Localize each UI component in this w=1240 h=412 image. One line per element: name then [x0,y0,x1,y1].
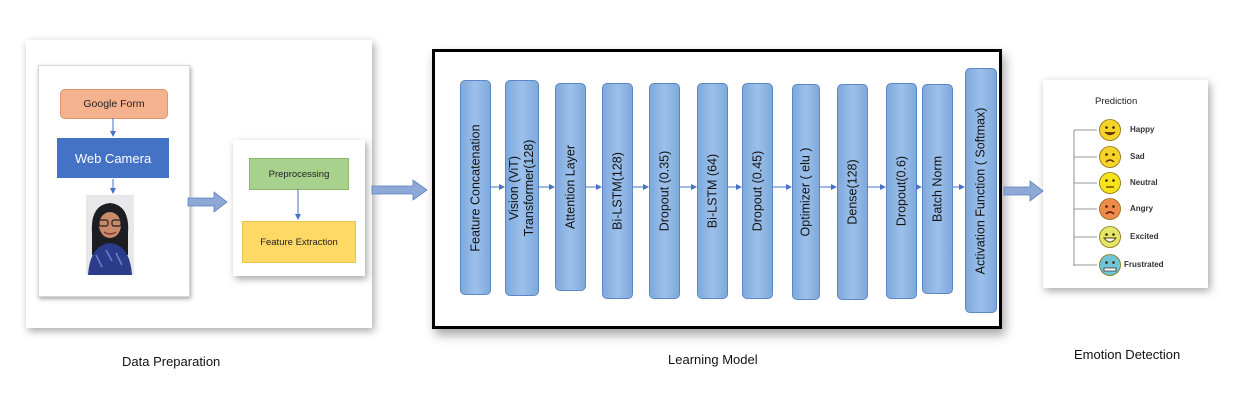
layer-box-12: Activation Function ( Softmax) [965,68,997,313]
emotion-label-angry: Angry [1130,204,1154,213]
layer-box-8: Optimizer ( elu ) [792,84,820,300]
caption-emotion-detection: Emotion Detection [1074,347,1181,362]
block-arrow-1 [187,191,228,213]
block-arrow-3 [1003,180,1044,202]
web-camera-box: Web Camera [57,138,169,178]
emoji-angry-icon [1099,198,1121,220]
emoji-frustrated-icon [1099,254,1121,276]
layer-box-5: Dropout (0.35) [649,83,680,299]
layer-box-9: Dense(128) [837,84,868,300]
layer-box-6: Bi-LSTM (64) [697,83,728,299]
layer-box-11: Batch Norm [922,84,953,294]
prediction-title: Prediction [1095,96,1138,107]
emoji-excited-icon [1099,226,1121,248]
emoji-sad-icon [1099,146,1121,168]
layer-box-1: Feature Concatenation [460,80,491,295]
layer-box-2: Vision (ViT)Transformer(128) [505,80,539,296]
preprocessing-box: Preprocessing [249,158,349,190]
caption-data-preparation: Data Preparation [122,354,221,369]
layer-box-7: Dropout (0.45) [742,83,773,299]
block-arrow-2 [371,179,428,201]
emoji-happy-icon [1099,119,1121,141]
emotion-label-excited: Excited [1130,232,1159,241]
person-photo-graphic [86,195,134,275]
emoji-neutral-icon [1099,172,1121,194]
emotion-detection-panel [1043,80,1208,288]
emotion-label-frustrated: Frustrated [1124,260,1164,269]
feature-extraction-box: Feature Extraction [242,221,356,263]
emotion-label-neutral: Neutral [1130,178,1158,187]
person-photo [86,195,134,275]
google-form-box: Google Form [60,89,168,119]
emotion-label-happy: Happy [1130,125,1155,134]
layer-box-3: Attention Layer [555,83,586,291]
layer-box-10: Dropout(0.6) [886,83,917,299]
caption-learning-model: Learning Model [668,352,758,367]
layer-box-4: Bi-LSTM(128) [602,83,633,299]
emotion-label-sad: Sad [1130,152,1145,161]
